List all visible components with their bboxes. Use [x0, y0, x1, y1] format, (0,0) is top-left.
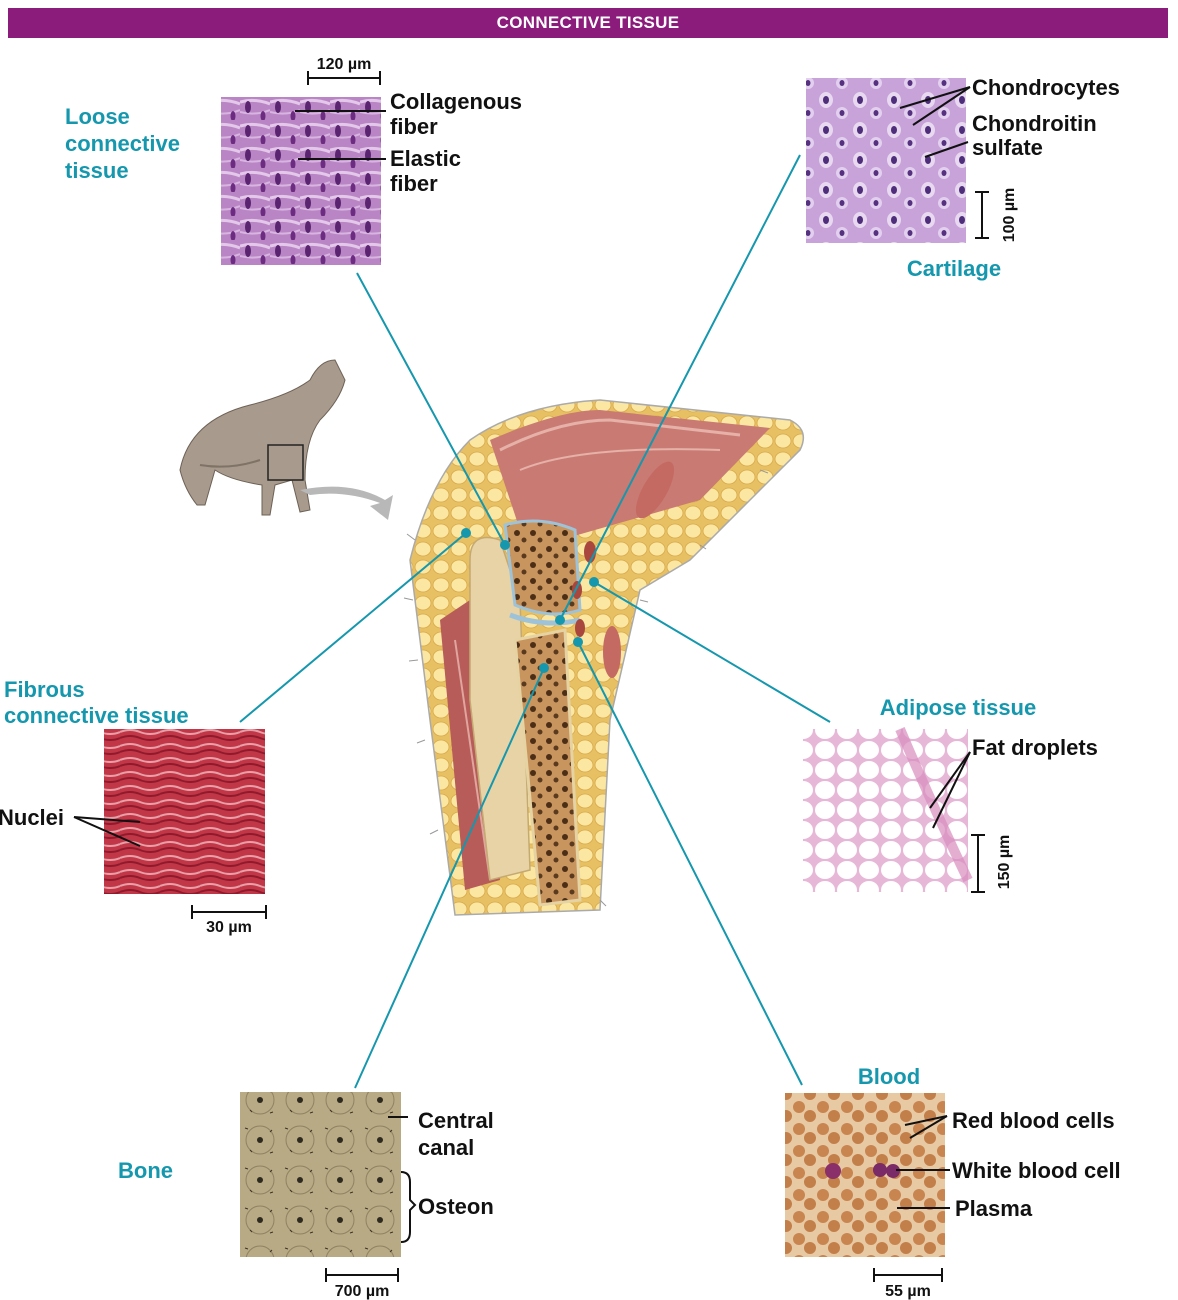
cartilage-title: Cartilage [907, 256, 1001, 281]
blood-title: Blood [858, 1064, 920, 1089]
nuclei-label: Nuclei [0, 805, 64, 830]
panel-blood: Blood Red blood cells White blood cell P… [785, 1064, 1121, 1300]
adipose-micrograph [803, 729, 968, 892]
blood-micrograph [785, 1093, 945, 1257]
fibrous-tissue-micrograph [104, 729, 265, 894]
loose-tissue-micrograph [221, 97, 381, 265]
wolf-illustration [180, 360, 393, 520]
arrow-icon [300, 487, 393, 520]
chondrocytes-label: Chondrocytes [972, 75, 1120, 100]
osteon-brace [401, 1172, 415, 1242]
osteon-label: Osteon [418, 1194, 494, 1219]
adipose-title: Adipose tissue [880, 695, 1036, 720]
loose-scale: 120 µm [317, 56, 372, 73]
plasma-label: Plasma [955, 1196, 1033, 1221]
blood-scale: 55 µm [885, 1283, 931, 1300]
cartilage-micrograph [806, 78, 966, 243]
red-blood-cells-label: Red blood cells [952, 1108, 1115, 1133]
panel-adipose-tissue: Adipose tissue Fat droplets 150 µm [803, 695, 1098, 892]
bone-title: Bone [118, 1158, 173, 1183]
leg-cross-section-illustration [404, 400, 803, 915]
bone-micrograph [240, 1092, 401, 1257]
adipose-scale: 150 µm [996, 835, 1013, 890]
white-blood-cell-label: White blood cell [952, 1158, 1121, 1183]
fibrous-scale: 30 µm [206, 919, 252, 936]
cartilage-scale: 100 µm [1001, 188, 1018, 243]
bone-scale: 700 µm [335, 1283, 390, 1300]
fat-droplets-label: Fat droplets [972, 735, 1098, 760]
